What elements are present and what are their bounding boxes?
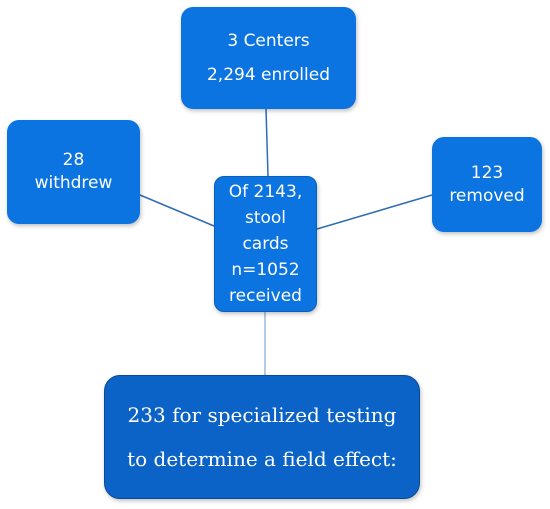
connector-left (139, 194, 215, 227)
enrollment-count: 2,294 enrolled (206, 65, 331, 85)
removed-count: 123 (470, 162, 504, 183)
stool-cards-box: Of 2143, stool cards n=1052 received (214, 176, 317, 312)
specialized-testing-line-2: to determine a field effect: (127, 447, 397, 471)
stool-cards-line-5: received (229, 286, 302, 306)
stool-cards-line-2: stool (244, 208, 287, 228)
stool-cards-line-4: n=1052 (231, 260, 300, 280)
enrollment-centers: 3 Centers (227, 31, 310, 51)
connector-right (316, 194, 433, 230)
withdrew-label: withdrew (34, 173, 113, 193)
withdrew-box: 28 withdrew (7, 120, 140, 224)
enrollment-box: 3 Centers 2,294 enrolled (181, 7, 356, 109)
stool-cards-line-3: cards (242, 234, 289, 254)
connector-top (265, 108, 269, 177)
withdrew-count: 28 (62, 150, 85, 170)
removed-box: 123 removed (432, 137, 542, 232)
specialized-testing-box: 233 for specialized testing to determine… (104, 375, 420, 499)
specialized-testing-line-1: 233 for specialized testing (127, 403, 397, 427)
stool-cards-line-1: Of 2143, (228, 182, 303, 202)
removed-label: removed (449, 185, 525, 206)
